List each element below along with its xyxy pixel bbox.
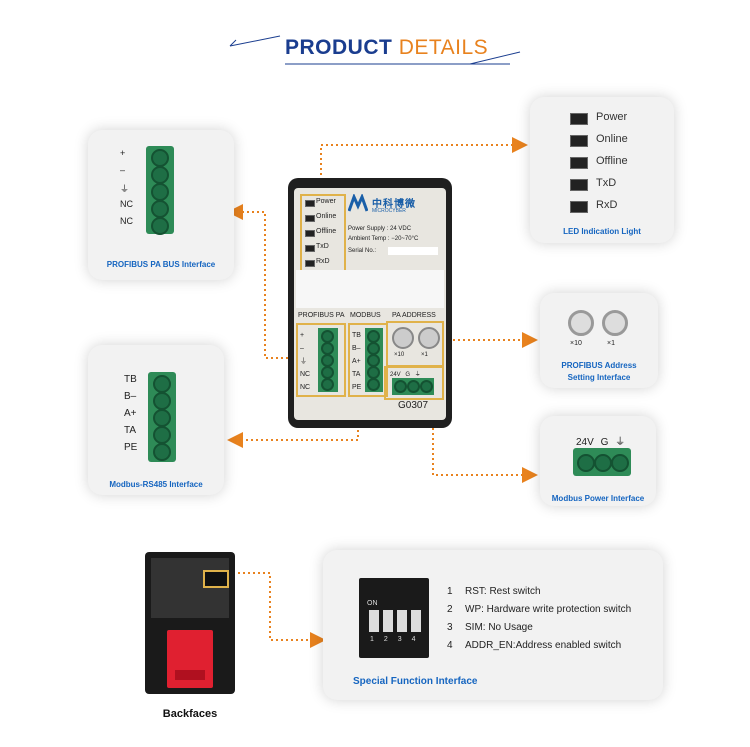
rs485-pin-label: TA [124,425,137,436]
dip-number: 3 [397,636,402,643]
header-decoration [229,35,521,65]
pa-pin-label: – [120,165,126,175]
power-caption: Modbus Power Interface [551,494,645,503]
serial-label: Serial No.: [348,248,377,254]
led-caption: LED Indication Light [563,227,641,236]
modbus-rs485-card: TB B– A+ TA PE Modbus-RS485 Interface [88,345,224,495]
backface-caption: Backfaces [162,708,218,720]
header: PRODUCT DETAILS [0,30,750,70]
serial-field [388,247,438,255]
device-pa-address-label: PA ADDRESS [392,312,436,319]
rs485-pin-label: TB [124,374,137,385]
dip-switch-image: ON 1 2 3 4 [359,578,429,658]
device-modbus-pin: TA [352,371,361,378]
device-led-offline: Offline [316,228,337,235]
address-x1-label: ×1 [607,340,615,347]
device-modbus-pin: B– [352,345,361,352]
address-dial-x10 [568,310,594,336]
power-label-g: G [600,437,609,448]
brand-name-cn: 中科博微 [372,199,416,210]
pa-pin-label: NC [120,216,133,226]
device-led-rxd: RxD [316,258,330,265]
brand-name-en: MICROCYBER [372,208,406,214]
device-modbus-pin: TB [352,332,361,339]
device-led-power: Power [316,198,336,205]
address-dial-x1 [602,310,628,336]
device-x10-label: ×10 [394,352,405,358]
profibus-pa-caption: PROFIBUS PA BUS Interface [106,260,216,269]
power-label-ground: ⏚ [615,437,626,448]
rs485-pin-label: PE [124,442,138,453]
device-power-terminal: 24V G ⏚ [384,366,444,400]
device-modbus-label: MODBUS [350,312,381,319]
device-power-pin: 24V [390,372,401,378]
pa-terminal-block [146,146,174,235]
device-modbus-terminal: TB B– A+ TA PE [348,323,388,397]
device-model-label: G0307 [398,400,429,411]
led-label-online: Online [596,133,628,145]
brand-logo-icon [348,194,368,212]
special-caption: Special Function Interface [353,676,478,687]
device-pa-pin: – [300,345,304,352]
device-pa-pin: NC [300,371,311,378]
led-card: Power Online Offline TxD RxD LED Indicat… [530,97,674,243]
device-led-txd: TxD [316,243,329,250]
dip-number: 2 [383,636,388,643]
address-card: ×10 ×1 PROFIBUS Address Setting Interfac… [540,293,658,388]
address-x10-label: ×10 [570,340,582,347]
page-title-light: DETAILS [398,36,489,59]
page-title-bold: PRODUCT [285,36,393,59]
device-dial-x1 [418,327,440,349]
pa-pin-label: + [120,148,126,158]
device-power-pin: G [405,372,411,378]
backface-image [145,552,235,694]
device-pa-pin: NC [300,384,311,391]
rs485-pin-label: B– [124,391,137,402]
device-profibus-label: PROFIBUS PA [298,312,345,319]
device-x1-label: ×1 [421,352,428,358]
rs485-pin-label: A+ [124,408,137,419]
label-area [296,270,444,308]
led-label-rxd: RxD [596,199,618,211]
device-front: Power Online Offline TxD RxD 中科博微 MICROC… [288,178,452,428]
device-modbus-pin: PE [352,384,362,391]
pa-pin-label: ⏚ [120,184,130,194]
power-supply-spec: Power Supply : 24 VDC [348,226,412,232]
pa-pin-label: NC [120,199,133,209]
power-card: 24V G ⏚ Modbus Power Interface [540,416,656,506]
led-label-txd: TxD [596,177,617,189]
power-terminal-block [573,448,631,476]
device-pa-pin: ⏚ [300,358,307,365]
dip-number: 1 [370,636,374,643]
ambient-temp-spec: Ambient Temp : −20~70°C [348,236,419,242]
device-dial-x10 [392,327,414,349]
device-led-block: Power Online Offline TxD RxD [300,194,346,274]
device-led-online: Online [316,213,337,220]
device-pa-pin: + [300,332,305,339]
address-caption-line1: PROFIBUS Address [561,361,637,370]
profibus-pa-card: + – ⏚ NC NC PROFIBUS PA BUS Interface [88,130,234,280]
dip-number: 4 [411,636,416,643]
rs485-terminal-block [148,372,176,462]
device-address-block: ×10 ×1 [386,321,444,367]
led-label-power: Power [596,111,628,123]
dip-on-label: ON [367,600,378,607]
device-profibus-terminal: + – ⏚ NC NC [296,323,346,397]
device-power-pin: ⏚ [414,372,421,378]
power-label-24v: 24V [576,437,594,448]
address-caption-line2: Setting Interface [567,373,631,382]
led-label-offline: Offline [596,155,628,167]
device-modbus-pin: A+ [352,358,361,365]
modbus-rs485-caption: Modbus-RS485 Interface [109,480,203,489]
